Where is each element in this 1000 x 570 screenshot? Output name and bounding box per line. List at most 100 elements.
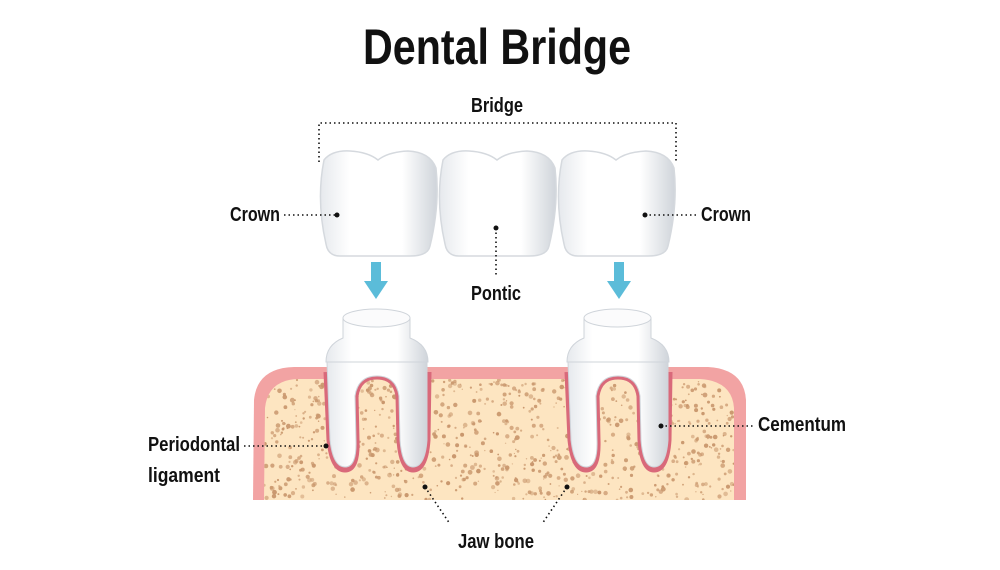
bone-speckle bbox=[707, 400, 710, 404]
label-crown-left: Crown bbox=[230, 204, 280, 226]
bone-speckle bbox=[312, 481, 317, 486]
bone-speckle bbox=[522, 478, 528, 484]
bone-speckle bbox=[325, 456, 329, 459]
bone-speckle bbox=[661, 485, 665, 489]
bone-speckle bbox=[553, 406, 555, 408]
bone-speckle bbox=[712, 443, 716, 447]
bone-speckle bbox=[379, 433, 384, 438]
bone-speckle bbox=[389, 390, 393, 394]
bone-speckle bbox=[440, 402, 445, 407]
bone-speckle bbox=[299, 468, 302, 472]
bone-speckle bbox=[721, 459, 725, 464]
bone-speckle bbox=[721, 444, 724, 448]
bone-speckle bbox=[667, 473, 671, 478]
bone-speckle bbox=[502, 463, 506, 468]
bone-speckle bbox=[505, 400, 508, 402]
bone-speckle bbox=[264, 495, 269, 500]
bone-speckle bbox=[469, 446, 471, 449]
bone-speckle bbox=[695, 481, 699, 485]
bone-speckle bbox=[304, 410, 307, 413]
bone-speckle bbox=[370, 453, 375, 458]
bone-speckle bbox=[712, 434, 718, 440]
bone-speckle bbox=[723, 491, 728, 497]
bone-speckle bbox=[467, 469, 473, 475]
bone-speckle bbox=[720, 460, 722, 462]
bone-speckle bbox=[361, 442, 365, 446]
bone-speckle bbox=[554, 454, 558, 457]
bone-speckle bbox=[556, 455, 562, 460]
bone-speckle bbox=[543, 475, 547, 479]
bone-speckle bbox=[505, 419, 509, 423]
bone-speckle bbox=[369, 491, 372, 494]
bone-speckle bbox=[434, 394, 440, 399]
bone-speckle bbox=[270, 431, 274, 435]
bone-speckle bbox=[280, 431, 284, 434]
bone-speckle bbox=[381, 400, 386, 405]
bone-speckle bbox=[532, 387, 537, 392]
bone-speckle bbox=[666, 483, 669, 486]
bone-speckle bbox=[459, 474, 463, 477]
abutment-tooth-left bbox=[323, 308, 432, 473]
bone-speckle bbox=[277, 493, 280, 496]
bone-speckle bbox=[709, 485, 712, 488]
bone-speckle bbox=[543, 478, 545, 480]
bone-speckle bbox=[729, 410, 734, 415]
bone-speckle bbox=[364, 409, 368, 412]
bone-speckle bbox=[561, 379, 565, 383]
bone-speckle bbox=[688, 422, 692, 425]
bone-speckle bbox=[556, 427, 559, 429]
bone-speckle bbox=[597, 490, 602, 495]
bone-speckle bbox=[446, 405, 451, 410]
bone-speckle bbox=[383, 497, 386, 499]
bone-speckle bbox=[286, 423, 291, 429]
bone-speckle bbox=[310, 438, 314, 441]
bone-speckle bbox=[525, 478, 531, 484]
bone-speckle bbox=[373, 447, 378, 451]
bone-speckle bbox=[495, 476, 498, 479]
bone-speckle bbox=[299, 454, 303, 458]
bone-speckle bbox=[511, 386, 517, 391]
bone-speckle bbox=[394, 487, 400, 493]
bone-speckle bbox=[522, 497, 525, 500]
bone-speckle bbox=[552, 389, 557, 394]
bone-speckle bbox=[702, 498, 705, 500]
bone-speckle bbox=[693, 403, 698, 408]
bone-speckle bbox=[495, 380, 500, 386]
bone-speckle bbox=[626, 432, 631, 437]
bone-speckle bbox=[443, 443, 445, 445]
bone-speckle bbox=[383, 465, 387, 469]
bone-speckle bbox=[530, 407, 534, 411]
bone-speckle bbox=[531, 382, 535, 386]
arrow-down-icon-left bbox=[364, 262, 388, 299]
bone-speckle bbox=[697, 381, 700, 383]
bone-speckle bbox=[521, 384, 524, 387]
bone-speckle bbox=[607, 483, 610, 485]
bone-speckle bbox=[536, 415, 540, 419]
bone-speckle bbox=[390, 495, 393, 498]
bone-speckle bbox=[672, 397, 676, 401]
bone-speckle bbox=[453, 390, 456, 393]
bone-speckle bbox=[511, 496, 516, 500]
bone-speckle bbox=[365, 457, 368, 460]
bone-speckle bbox=[717, 388, 722, 393]
bone-speckle bbox=[278, 464, 283, 469]
bone-speckle bbox=[528, 394, 534, 399]
bone-speckle bbox=[725, 484, 731, 489]
bone-speckle bbox=[274, 480, 277, 483]
bone-speckle bbox=[448, 458, 451, 461]
bone-speckle bbox=[300, 494, 305, 499]
bone-speckle bbox=[461, 497, 464, 500]
bone-speckle bbox=[515, 448, 517, 451]
bone-speckle bbox=[493, 381, 495, 383]
bone-speckle bbox=[392, 474, 395, 476]
bone-speckle bbox=[447, 424, 451, 428]
bone-speckle bbox=[441, 434, 446, 439]
bone-speckle bbox=[507, 385, 510, 387]
crown-pontic bbox=[438, 150, 557, 257]
bone-speckle bbox=[716, 455, 721, 459]
bone-speckle bbox=[625, 490, 628, 494]
bone-speckle bbox=[284, 422, 286, 425]
bone-speckle bbox=[702, 429, 707, 434]
bone-speckle bbox=[696, 419, 700, 423]
bone-speckle bbox=[307, 439, 310, 442]
